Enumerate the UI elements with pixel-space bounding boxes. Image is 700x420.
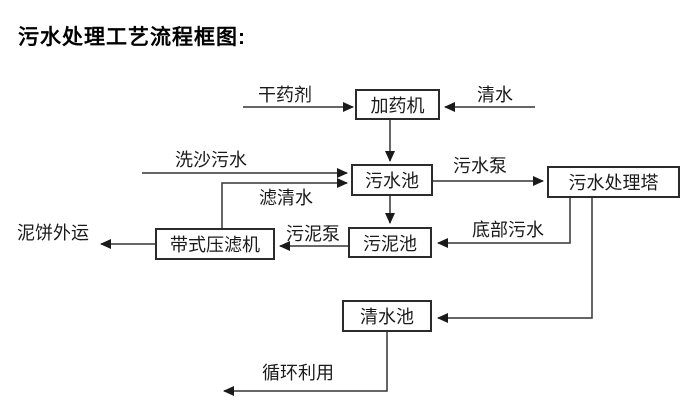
edge-label-bottom-sewage: 底部污水	[472, 220, 544, 240]
node-sewage-treatment-tower: 污水处理塔	[547, 166, 680, 198]
node-dosing-machine: 加药机	[355, 89, 440, 120]
arrow-tower-to-clean-water-pool	[437, 198, 593, 323]
arrow-recycle-use-out	[223, 332, 388, 396]
edge-label-dry-chemical: 干药剂	[258, 85, 312, 105]
edge-label-filtered-water: 滤清水	[259, 188, 313, 208]
edge-label-mud-cake-out: 泥饼外运	[17, 223, 89, 243]
arrow-filtered-water-to-sewage-pool	[221, 178, 348, 228]
arrow-bottom-sewage-to-sludge-pool	[437, 198, 571, 248]
node-clean-water-pool: 清水池	[342, 300, 432, 332]
edge-label-sewage-pump: 污水泵	[453, 156, 507, 176]
page-title: 污水处理工艺流程框图:	[18, 26, 246, 49]
edge-label-sludge-pump: 污泥泵	[286, 224, 340, 244]
node-belt-filter-press: 带式压滤机	[155, 228, 275, 260]
edge-label-recycle-use: 循环利用	[262, 363, 334, 383]
edge-label-sand-washing-sewage: 洗沙污水	[175, 150, 247, 170]
node-sewage-pool: 污水池	[351, 164, 433, 196]
node-sludge-pool: 污泥池	[348, 227, 432, 258]
edge-label-clean-water: 清水	[477, 85, 513, 105]
